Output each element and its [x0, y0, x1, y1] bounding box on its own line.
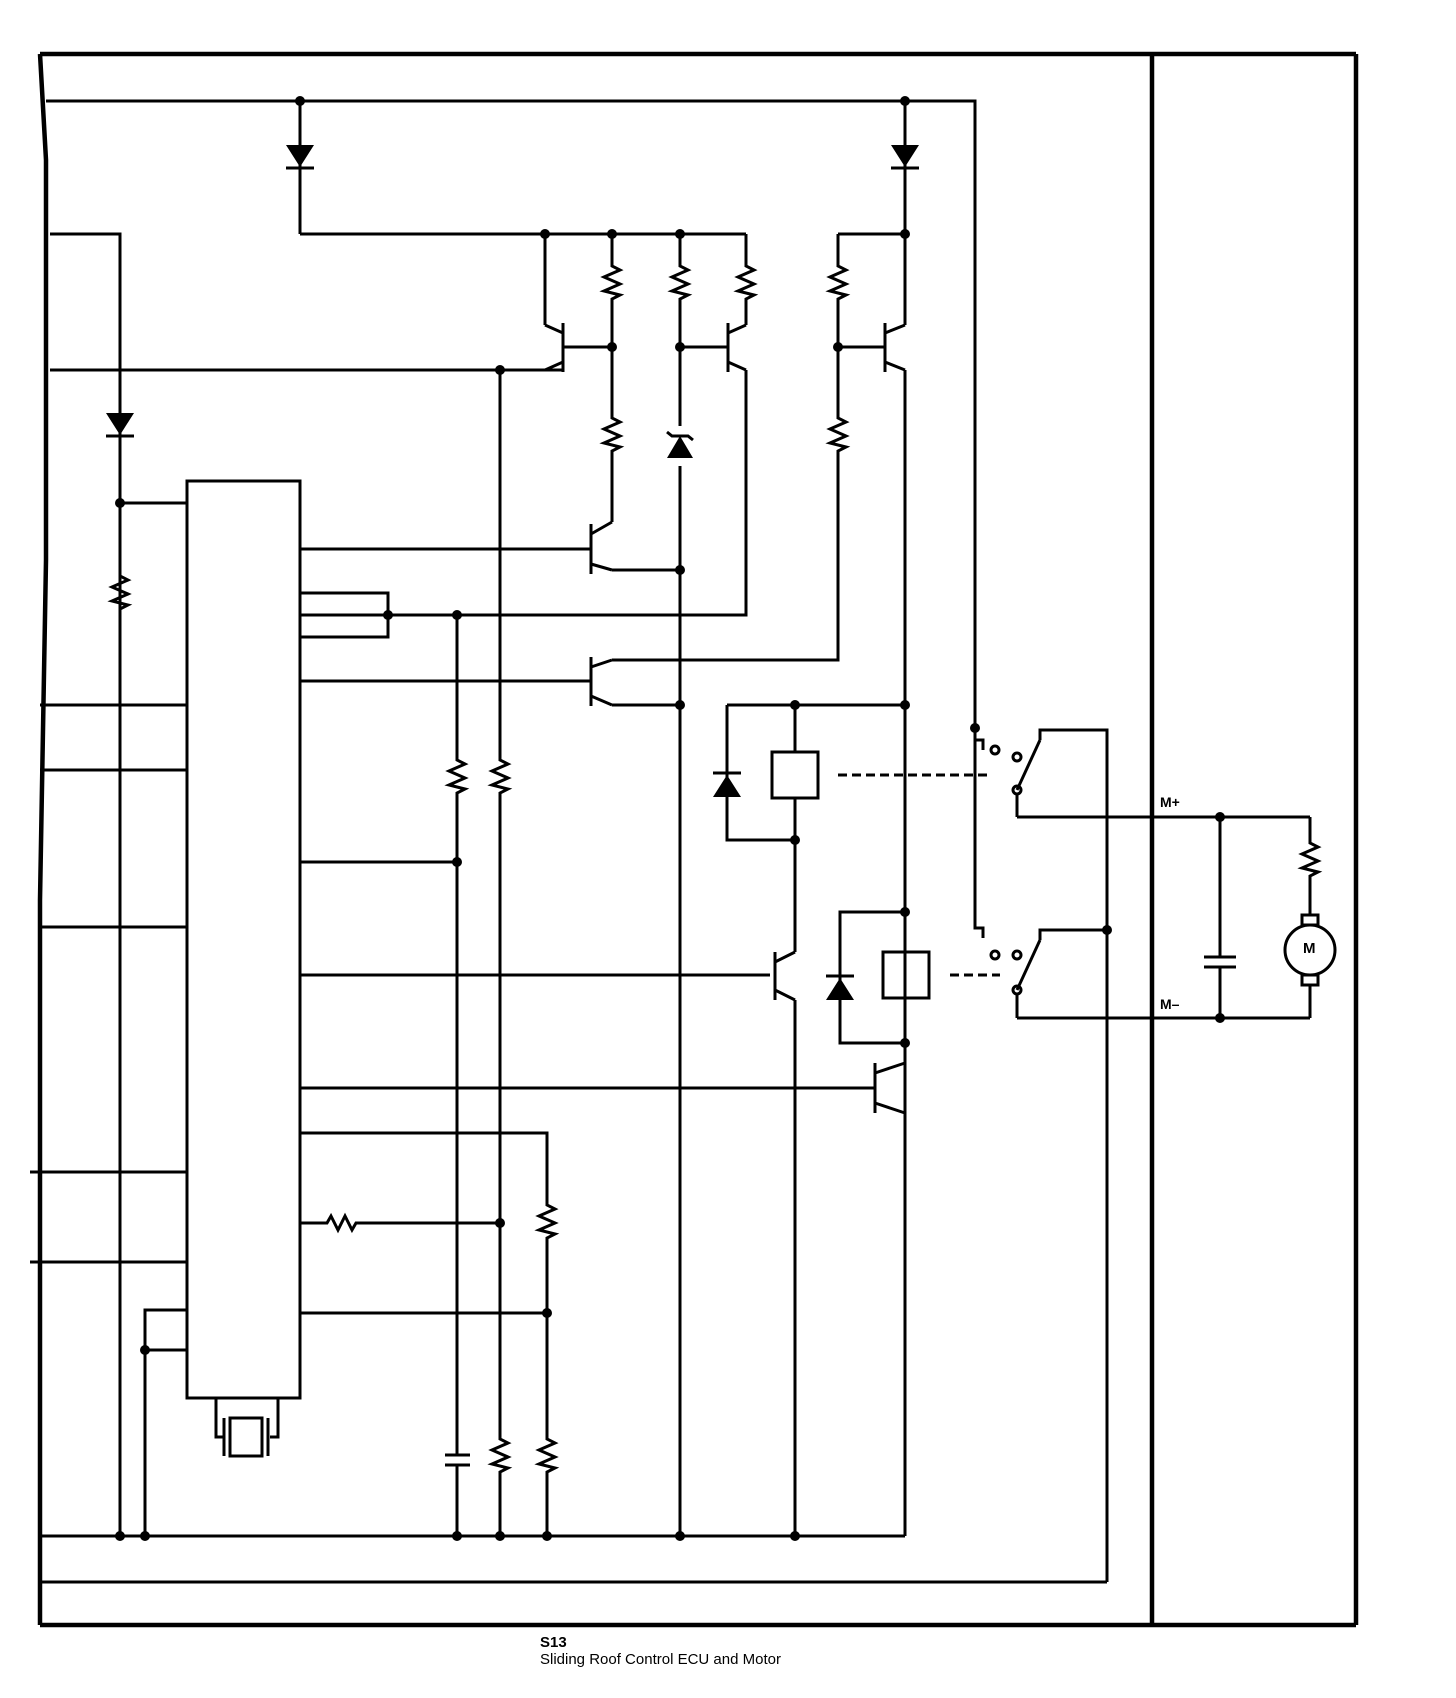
- sense-network: [300, 370, 875, 1536]
- bias-resistor-4-icon: [828, 257, 848, 305]
- sense-resistor-5-icon: [537, 1430, 557, 1478]
- relay-contacts: [989, 728, 1220, 1582]
- ic-left-pins: [30, 703, 187, 1536]
- motor-assembly: [1218, 815, 1312, 1020]
- bias-resistor-3-icon: [736, 257, 756, 305]
- relay-2: [838, 910, 1000, 1063]
- sense-resistor-4-icon: [490, 1430, 510, 1478]
- terminal-m-plus-label: M+: [1160, 794, 1180, 810]
- junction-dots: [115, 96, 1225, 1541]
- motor-resistor-icon: [1300, 834, 1320, 882]
- motor-capacitor-icon: [1204, 955, 1236, 969]
- component-name: Sliding Roof Control ECU and Motor: [540, 1651, 781, 1668]
- bias-resistor-2-icon: [670, 257, 690, 305]
- relay-1-diode-icon: [711, 771, 743, 799]
- motor-icon: [1283, 913, 1337, 987]
- supply-diode-1-icon: [284, 143, 316, 170]
- terminal-m-minus-label: M–: [1160, 996, 1180, 1012]
- input-transistor-group: [300, 452, 840, 707]
- filter-capacitor-icon: [445, 1453, 470, 1467]
- relay-2-diode-icon: [824, 974, 856, 1002]
- sense-resistor-3-icon: [537, 1196, 557, 1244]
- ground-bus: [40, 1534, 1107, 1584]
- ecu-microcontroller: [185, 479, 302, 1400]
- crystal-oscillator-icon: [214, 1398, 280, 1458]
- bias-resistor-5-icon: [602, 409, 622, 457]
- supply-rails: [46, 99, 985, 1536]
- sense-resistor-2-icon: [490, 751, 510, 799]
- supply-diode-3-icon: [104, 411, 136, 438]
- supply-diode-2-icon: [889, 143, 921, 170]
- zener-diode-icon: [666, 430, 694, 458]
- input-resistor-icon: [318, 1214, 366, 1232]
- motor-symbol-label: M: [1303, 940, 1316, 957]
- component-code: S13: [540, 1634, 567, 1651]
- bias-resistor-1-icon: [602, 257, 622, 305]
- relay-1: [725, 703, 990, 952]
- relay-driver-transistors: [773, 950, 907, 1536]
- ecu-frame: [37, 51, 1359, 1628]
- bias-resistor-6-icon: [828, 409, 848, 457]
- sense-resistor-1-icon: [447, 751, 467, 799]
